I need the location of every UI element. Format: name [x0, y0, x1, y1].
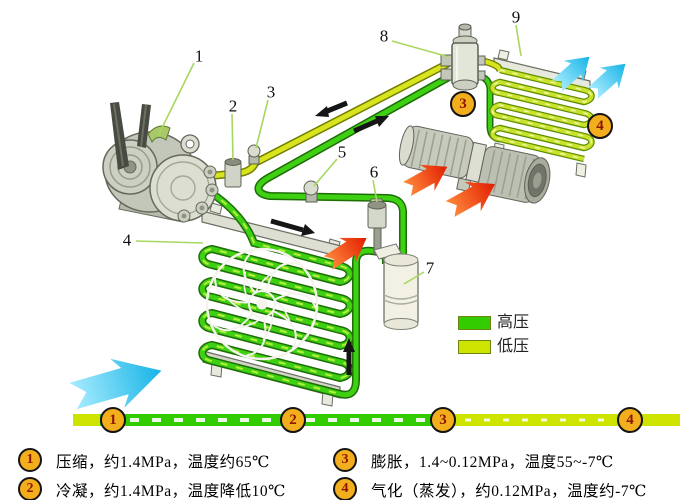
legend: 高压 低压 [458, 315, 529, 363]
compressor [102, 102, 219, 223]
part-label-3: 3 [266, 82, 276, 102]
sight-glass-6 [367, 198, 387, 255]
stage-marker-1-bar: 1 [100, 407, 126, 433]
high-pressure-pipe-condenser [198, 187, 390, 399]
stage-marker-3-bar: 3 [430, 407, 456, 433]
high-pressure-pipe-liquid [254, 73, 451, 258]
part-label-4: 4 [122, 230, 132, 250]
stage-2-text: 冷凝，约1.4MPa，温度降低10℃ [56, 483, 286, 500]
part-label-8: 8 [379, 26, 389, 46]
low-pressure-swatch [458, 340, 491, 354]
stage-marker-3-diagram: 3 [450, 91, 476, 117]
stage-3-text: 膨胀，1.4~0.12MPa，温度55~-7℃ [371, 454, 614, 471]
service-valve-3 [247, 144, 261, 165]
blower-fan [398, 125, 551, 204]
stage-2-badge: 2 [18, 477, 42, 500]
legend-row-high: 高压 [458, 315, 529, 331]
part-label-6: 6 [369, 162, 379, 182]
stage-3-badge: 3 [333, 448, 357, 472]
evaporator-coil [489, 66, 595, 163]
receiver-drier [373, 243, 419, 330]
part-label-5: 5 [337, 142, 347, 162]
drive-belt [110, 102, 151, 170]
stage-marker-4-diagram: 4 [587, 113, 613, 139]
part-label-7: 7 [425, 258, 435, 278]
part-label-2: 2 [228, 96, 238, 116]
high-pressure-label: 高压 [497, 314, 530, 331]
stage-4-badge: 4 [333, 477, 357, 500]
flow-arrows [270, 100, 389, 375]
stage-4-text: 气化（蒸发），约0.12MPa，温度约-7℃ [371, 483, 647, 500]
part-label-1: 1 [194, 46, 204, 66]
high-pressure-swatch [458, 316, 491, 330]
service-valve-2 [224, 158, 242, 188]
stage-marker-2-bar: 2 [280, 407, 306, 433]
stage-marker-4-bar: 4 [617, 407, 643, 433]
stage-1-badge: 1 [18, 448, 42, 472]
legend-row-low: 低压 [458, 339, 529, 355]
expansion-valve [440, 23, 486, 91]
condenser-fan [205, 247, 319, 361]
leader-lines [135, 24, 522, 285]
stage-1-text: 压缩，约1.4MPa，温度约65℃ [56, 454, 270, 471]
part-label-9: 9 [511, 7, 521, 27]
low-pressure-label: 低压 [497, 338, 530, 355]
pressure-bar [73, 414, 680, 426]
